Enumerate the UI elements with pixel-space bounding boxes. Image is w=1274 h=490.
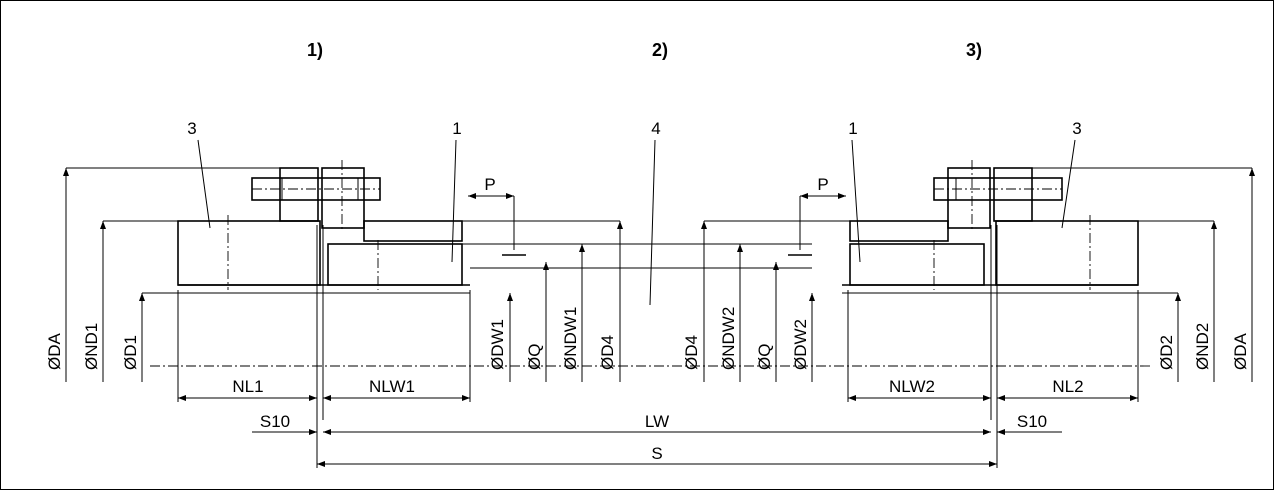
- dim-nl1: NL1: [232, 377, 263, 396]
- dim-nlw1: NLW1: [369, 377, 415, 396]
- left-hub: [177, 220, 321, 286]
- dim-ndw1: ØNDW1: [561, 307, 580, 370]
- dim-d2: ØD2: [1157, 335, 1176, 370]
- right-hub: [995, 220, 1139, 286]
- item-4: 4: [651, 119, 660, 138]
- dim-lw: LW: [645, 412, 669, 431]
- right-hub-1: [849, 243, 985, 286]
- header-2: 2): [652, 40, 668, 60]
- item-1-right: 1: [848, 119, 857, 138]
- dim-da-right: ØDA: [1231, 333, 1250, 371]
- left-flange-a: [279, 167, 319, 222]
- right-flange-b: [947, 167, 991, 229]
- dim-da-left: ØDA: [45, 333, 64, 371]
- header-3: 3): [966, 40, 982, 60]
- left-flange-b: [321, 167, 365, 229]
- item-1-left: 1: [452, 119, 461, 138]
- left-coupling-half: [177, 160, 470, 420]
- item-3-right: 3: [1072, 119, 1081, 138]
- right-flange-a: [993, 167, 1033, 222]
- dim-nd2: ØND2: [1193, 323, 1212, 370]
- dim-d4-left: ØD4: [598, 335, 617, 370]
- right-coupling-half: [842, 160, 1139, 420]
- dim-q-right: ØQ: [755, 344, 774, 370]
- dim-p-left: P: [484, 175, 495, 194]
- dim-s10-left: S10: [260, 412, 290, 431]
- dim-nd1: ØND1: [82, 323, 101, 370]
- dim-s: S: [651, 444, 662, 463]
- dim-dw2: ØDW2: [791, 319, 810, 370]
- dim-ndw2: ØNDW2: [719, 307, 738, 370]
- left-hub-1: [327, 243, 463, 286]
- dim-d1: ØD1: [121, 335, 140, 370]
- dim-dw1: ØDW1: [488, 319, 507, 370]
- dim-s10-right: S10: [1017, 412, 1047, 431]
- dim-p-right: P: [817, 175, 828, 194]
- left-flange-c: [363, 220, 463, 242]
- dim-nlw2: NLW2: [889, 377, 935, 396]
- item-3-left: 3: [187, 119, 196, 138]
- dim-d4-right: ØD4: [682, 335, 701, 370]
- dim-nl2: NL2: [1052, 377, 1083, 396]
- right-flange-c: [849, 220, 949, 242]
- dim-q-left: ØQ: [525, 344, 544, 370]
- header-1: 1): [307, 40, 323, 60]
